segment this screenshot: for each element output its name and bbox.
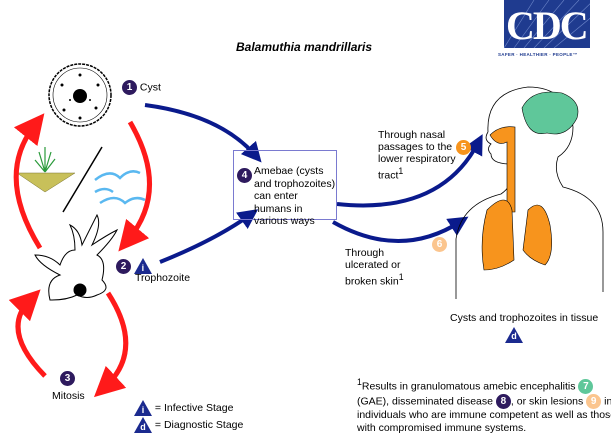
stage-label: Cyst <box>139 81 161 94</box>
legend-infective: i = Infective Stage <box>134 400 233 416</box>
stage-9-number: 9 <box>586 394 602 410</box>
tissue-label: Cysts and trophozoites in tissue <box>450 312 599 324</box>
stage-8-number: 8 <box>495 394 511 410</box>
stage-2-label: Trophozoite <box>135 272 191 284</box>
stage-4-number: 4 <box>237 167 252 185</box>
stage-number: 2 <box>116 258 131 274</box>
stage-6-label: Through ulcerated or broken skin1 <box>345 247 404 288</box>
logo-tagline: SAFER · HEALTHIER · PEOPLE™ <box>498 52 578 57</box>
diagnostic-stage-icon: d <box>505 326 523 344</box>
stage-7-number: 7 <box>578 379 594 395</box>
cdc-logo: CDC <box>504 0 590 48</box>
cyst-illustration <box>48 63 112 127</box>
stage-1: 1 Cyst <box>122 80 161 95</box>
infective-icon: i <box>134 400 152 416</box>
human-illustration <box>455 86 604 299</box>
entry-box <box>233 150 337 220</box>
stage-5-label: Through nasal passages to the lower resp… <box>378 129 456 182</box>
diagram-title: Balamuthia mandrillaris <box>236 40 373 54</box>
infective-stage-icon: i <box>133 258 152 274</box>
cycle-arrows <box>8 113 152 398</box>
stage-5-number: 5 <box>456 139 471 157</box>
stage-3: 3 <box>60 371 75 386</box>
logo-rays <box>504 0 590 48</box>
logo-text: CDC <box>506 3 589 48</box>
stage-2: 2 i <box>116 258 152 274</box>
divider-line <box>62 146 103 213</box>
legend-diagnostic: d = Diagnostic Stage <box>134 417 243 433</box>
stage-3-label: Mitosis <box>52 390 85 402</box>
trophozoite-illustration <box>34 213 119 301</box>
stage-number: 1 <box>122 80 137 95</box>
water-illustration <box>94 170 146 205</box>
diagnostic-icon: d <box>134 417 152 433</box>
stage-number: 3 <box>60 371 75 386</box>
soil-illustration <box>16 147 76 193</box>
stage-6-number: 6 <box>432 236 447 254</box>
stage-4-label: Amebae (cysts and trophozoites) can ente… <box>254 165 336 227</box>
footnote: 1Results in granulomatous amebic encepha… <box>357 377 611 435</box>
path-arrows <box>144 103 483 264</box>
